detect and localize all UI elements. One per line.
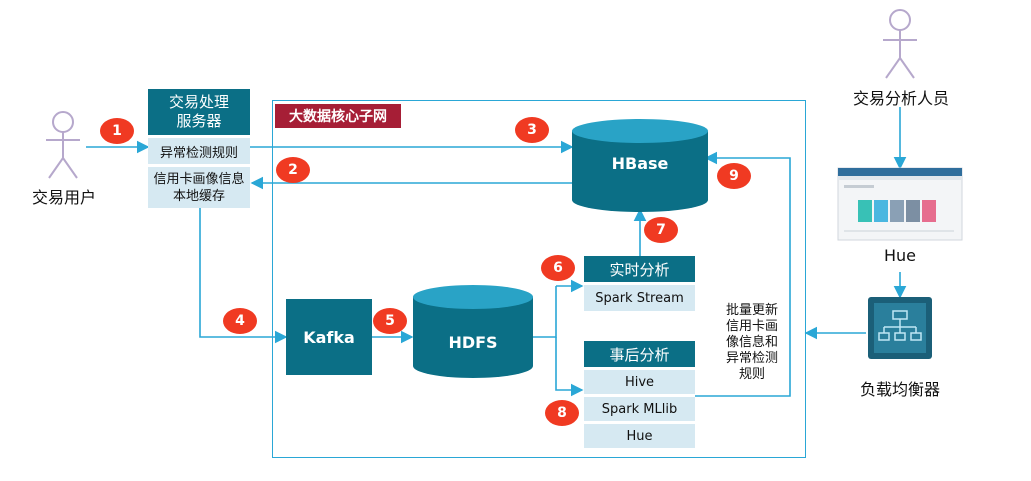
arrow-offline-to-hbase [695, 151, 791, 397]
step-marker-8: 8 [545, 400, 579, 426]
step-marker-2: 2 [276, 157, 310, 183]
server-cache-text: 信用卡画像信息本地缓存 [153, 171, 245, 204]
user-actor-icon [46, 111, 80, 179]
step-marker-5: 5 [373, 308, 407, 334]
kafka-box: Kafka [286, 299, 372, 375]
hdfs-cylinder [413, 285, 533, 378]
hbase-label: HBase [611, 154, 669, 173]
server-rule: 异常检测规则 [148, 138, 250, 164]
server-title: 交易处理服务器 [148, 89, 250, 135]
step-marker-3: 3 [515, 117, 549, 143]
hue-screenshot-image [837, 167, 963, 241]
step-marker-1: 1 [100, 118, 134, 144]
analyst-label: 交易分析人员 [852, 89, 949, 108]
hdfs-label: HDFS [448, 333, 498, 352]
core-network-label: 大数据核心子网 [275, 104, 401, 128]
offline-item-hue: Hue [584, 424, 695, 448]
offline-item-hive: Hive [584, 370, 695, 394]
server-title-text: 交易处理服务器 [168, 93, 229, 130]
realtime-title: 实时分析 [584, 256, 695, 282]
batch-update-text: 批量更新信用卡画像信息和异常检测规则 [725, 303, 778, 382]
user-label: 交易用户 [31, 188, 96, 207]
step-marker-6: 6 [541, 255, 575, 281]
step-marker-4: 4 [223, 308, 257, 334]
offline-title: 事后分析 [584, 341, 695, 367]
core-network-frame [272, 100, 806, 458]
offline-item-mllib: Spark MLlib [584, 397, 695, 421]
hue-label: Hue [883, 246, 916, 265]
batch-update-note: 批量更新信用卡画像信息和异常检测规则 [720, 303, 784, 383]
arrow-to-offline [555, 337, 584, 397]
server-cache: 信用卡画像信息本地缓存 [148, 167, 250, 208]
step-marker-9: 9 [717, 163, 751, 189]
load-balancer-label: 负载均衡器 [859, 380, 940, 399]
realtime-item: Spark Stream [584, 285, 695, 311]
step-marker-7: 7 [644, 217, 678, 243]
arrow-server-to-kafka [199, 208, 288, 344]
hbase-cylinder [572, 119, 708, 212]
load-balancer-icon [868, 297, 932, 359]
analyst-actor-icon [883, 9, 917, 79]
